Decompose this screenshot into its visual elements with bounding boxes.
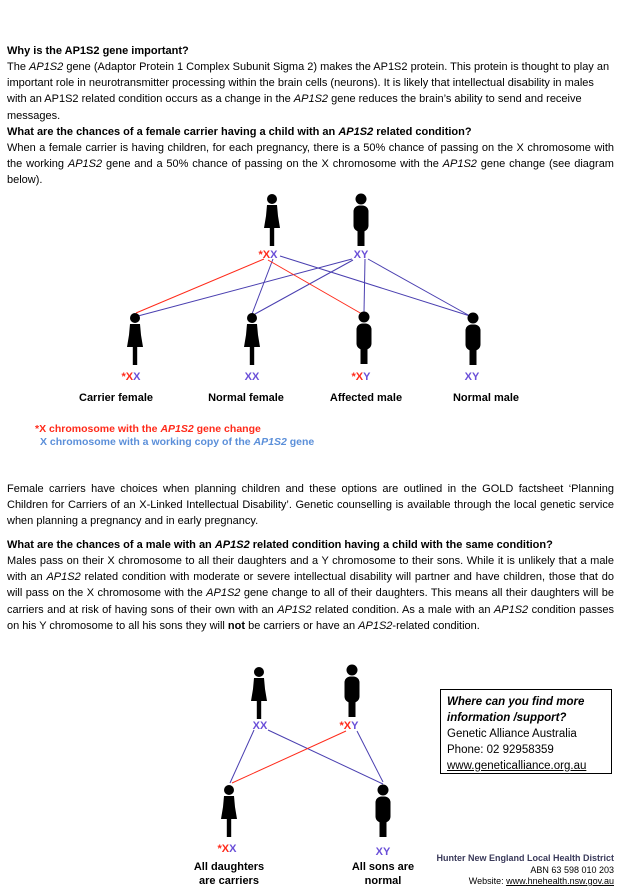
footer-org: Hunter New England Local Health District xyxy=(436,853,614,863)
daughter-genotype: *XX xyxy=(218,843,238,855)
child-genotype: *XX xyxy=(122,371,142,383)
section-heading-affected-male: What are the chances of a male with an A… xyxy=(7,537,614,553)
text: gene change (see diagram below). xyxy=(7,158,614,187)
gene-importance-paragraph: The AP1S2 gene (Adaptor Protein 1 Comple… xyxy=(7,59,614,124)
child-genotype: XX xyxy=(245,371,260,383)
text: When a female carrier is having children… xyxy=(7,142,614,171)
legend-working-x: X chromosome with a working copy of the … xyxy=(40,436,314,448)
gene-name: AP1S2 xyxy=(277,603,312,616)
affected-male-icon xyxy=(356,311,372,364)
footer-website: Website: www.hnehealth.nsw.gov.au xyxy=(436,876,614,888)
footer-abn: ABN 63 598 010 203 xyxy=(530,864,614,875)
gene-name: AP1S2 xyxy=(46,571,81,584)
normal-female-icon xyxy=(244,313,260,365)
inheritance-line xyxy=(267,259,363,315)
daughter-female-icon xyxy=(221,785,237,837)
gene-name: AP1S2 xyxy=(214,539,250,551)
info-box-website-link[interactable]: www.geneticalliance.org.au xyxy=(447,760,587,772)
diagram2-lines xyxy=(229,729,384,785)
son-label-line1: All sons are xyxy=(352,861,414,873)
footer: Hunter New England Local Health District… xyxy=(436,853,614,888)
info-box-title: Where can you find more xyxy=(447,696,585,708)
text: gene reduces the brain’s ability to send… xyxy=(7,93,582,122)
gene-name: AP1S2 xyxy=(358,619,393,632)
gene-name: AP1S2 xyxy=(160,423,194,435)
child-label-normal-female: Normal female xyxy=(208,392,284,404)
gene-name: AP1S2 xyxy=(253,436,287,448)
footer-website-link[interactable]: www.hnehealth.nsw.gov.au xyxy=(506,876,614,886)
mother-genotype: *XX xyxy=(259,249,279,261)
text: -related condition. xyxy=(392,619,480,632)
mother-genotype: XX xyxy=(253,720,268,732)
child-label-affected-male: Affected male xyxy=(330,392,402,404)
text: gene (Adaptor Protein 1 Complex Subunit … xyxy=(7,61,610,106)
daughter-label-line1: All daughters xyxy=(194,861,264,873)
text: gene and a 50% chance of passing on the … xyxy=(102,158,443,171)
text: What are the chances of a male with an xyxy=(7,539,215,551)
gene-name: AP1S2 xyxy=(67,158,103,171)
text: gene change to all of their daughters. T… xyxy=(7,587,614,616)
father-genotype: XY xyxy=(354,249,369,261)
diagram1-lines xyxy=(135,255,471,317)
carrier-female-icon xyxy=(127,313,143,365)
child-label-normal-male: Normal male xyxy=(453,392,519,404)
inheritance-line xyxy=(137,258,353,317)
info-box-org: Genetic Alliance Australia xyxy=(447,728,577,740)
text: related condition? xyxy=(373,126,472,138)
footer-website-label: Website: xyxy=(468,876,507,886)
mother-female-icon xyxy=(251,667,267,719)
gene-name: AP1S2 xyxy=(442,158,477,171)
son-male-icon xyxy=(375,784,391,837)
son-genotype: XY xyxy=(376,846,391,858)
inheritance-line xyxy=(367,258,471,317)
text: related condition. As a male with an xyxy=(311,603,494,616)
inheritance-line xyxy=(251,258,274,315)
mother-female-icon xyxy=(264,194,280,246)
emphasis-not: not xyxy=(227,619,246,632)
text: *X chromosome with the xyxy=(35,423,161,435)
support-info-box: Where can you find more information /sup… xyxy=(440,689,612,774)
inheritance-line xyxy=(135,258,265,314)
female-carrier-paragraph: When a female carrier is having children… xyxy=(7,140,614,189)
text: What are the chances of a female carrier… xyxy=(7,126,339,138)
child-label-carrier-female: Carrier female xyxy=(79,392,153,404)
inheritance-line xyxy=(254,259,354,315)
daughter-label-line2: are carriers xyxy=(199,875,259,887)
gene-name: AP1S2 xyxy=(493,603,529,616)
text: X chromosome with a working copy of the xyxy=(40,436,254,448)
text: gene change xyxy=(193,423,261,435)
section-heading-gene-importance: Why is the AP1S2 gene important? xyxy=(7,45,189,57)
gene-name: AP1S2 xyxy=(338,126,374,138)
father-male-icon xyxy=(353,193,369,246)
text: The xyxy=(7,61,30,73)
section-heading-female-carrier: What are the chances of a female carrier… xyxy=(7,124,614,140)
inheritance-line xyxy=(363,258,366,313)
child-genotype: *XY xyxy=(352,371,372,383)
child-genotype: XY xyxy=(465,371,480,383)
normal-male-icon xyxy=(465,312,481,365)
inheritance-line xyxy=(267,729,384,785)
father-male-icon xyxy=(344,664,360,717)
inheritance-line xyxy=(279,255,471,317)
son-label-line2: normal xyxy=(365,875,402,887)
info-box-title: information /support? xyxy=(447,712,567,724)
father-genotype: *XY xyxy=(340,720,360,732)
text: related condition with moderate or sever… xyxy=(7,571,614,600)
text: related condition having a child with th… xyxy=(249,539,553,551)
inheritance-line xyxy=(231,730,347,784)
text: gene xyxy=(286,436,315,448)
text: be carriers or have an xyxy=(245,619,359,632)
info-box-phone: Phone: 02 92958359 xyxy=(447,744,554,756)
gene-name: AP1S2 xyxy=(206,587,241,600)
text: Males pass on their X chromosome to all … xyxy=(7,555,614,584)
female-carrier-choices-paragraph: Female carriers have choices when planni… xyxy=(7,483,614,528)
inheritance-line xyxy=(356,730,384,783)
legend-changed-x: *X chromosome with the AP1S2 gene change xyxy=(35,423,261,435)
inheritance-line xyxy=(229,729,255,784)
gene-name: AP1S2 xyxy=(29,61,64,73)
text: condition passes on his Y chromosome to … xyxy=(7,603,614,632)
gene-name: AP1S2 xyxy=(293,93,329,106)
affected-male-paragraph: Males pass on their X chromosome to all … xyxy=(7,553,614,634)
